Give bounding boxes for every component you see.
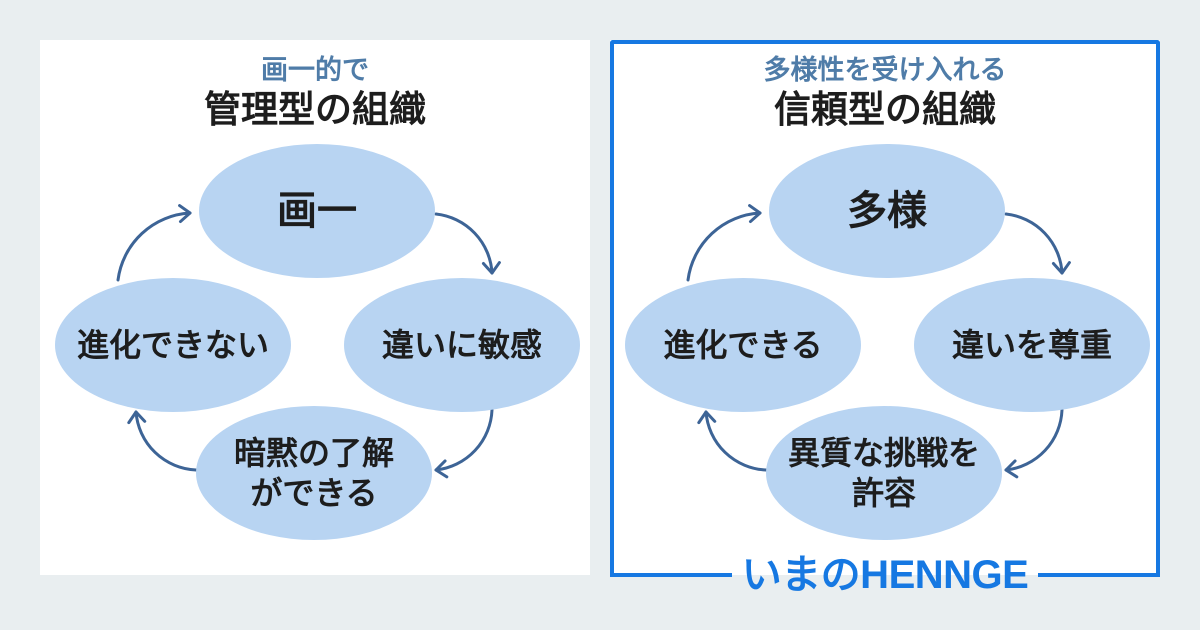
arrow-right-to-bottom-icon (1004, 408, 1064, 479)
node-label: 違いを尊重 (951, 327, 1112, 363)
node-label-line2: ができる (250, 475, 378, 511)
node-label: 画一 (277, 189, 357, 233)
hennge-footer-label: いまのHENNGE (741, 553, 1029, 597)
node-tacit-understanding: 暗黙の了解 ができる (196, 406, 432, 540)
node-diverse: 多様 (769, 144, 1005, 278)
managed-org-title-block: 画一的で 管理型の組織 (40, 54, 590, 133)
managed-org-panel: 画一的で 管理型の組織 画一 違いに敏感 暗黙の了解 ができる 進化できない (40, 40, 590, 575)
arrow-left-to-top-icon (686, 204, 762, 282)
arrow-bottom-to-left-icon (127, 410, 198, 472)
trust-org-title: 信頼型の組織 (774, 89, 996, 131)
hennge-footer: いまのHENNGE (610, 553, 1161, 597)
arrow-top-to-right-icon (434, 212, 501, 275)
node-label-line2: 許容 (851, 475, 916, 511)
footer-line-left (610, 573, 732, 577)
managed-org-subtitle: 画一的で (261, 55, 369, 85)
arrow-bottom-to-left-icon (697, 410, 768, 472)
node-label: 違いに敏感 (381, 327, 542, 363)
node-label-line1: 暗黙の了解 (233, 435, 394, 471)
arrow-top-to-right-icon (1004, 212, 1071, 275)
node-sensitive-to-difference: 違いに敏感 (344, 278, 580, 412)
node-label: 多様 (847, 189, 927, 233)
arrow-right-to-bottom-icon (434, 408, 494, 479)
node-label: 進化できない (76, 327, 269, 363)
cycle-arrows-svg (686, 204, 1071, 479)
node-tolerate-unusual-challenges: 異質な挑戦を 許容 (766, 406, 1002, 540)
managed-org-title: 管理型の組織 (204, 89, 426, 131)
node-respect-differences: 違いを尊重 (914, 278, 1150, 412)
trust-org-subtitle: 多様性を受け入れる (763, 55, 1007, 85)
node-uniform: 画一 (199, 144, 435, 278)
node-label-line1: 異質な挑戦を (787, 435, 980, 471)
cycle-arrows-svg (116, 204, 501, 479)
trust-org-title-block: 多様性を受け入れる 信頼型の組織 (610, 54, 1160, 133)
node-label: 進化できる (663, 327, 823, 363)
node-can-evolve: 進化できる (625, 278, 861, 412)
arrow-left-to-top-icon (116, 204, 192, 282)
footer-line-right (1038, 573, 1161, 577)
trust-org-panel: 多様性を受け入れる 信頼型の組織 多様 違いを尊重 異質な挑戦を 許容 進化でき… (610, 40, 1161, 597)
node-cannot-evolve: 進化できない (55, 278, 291, 412)
